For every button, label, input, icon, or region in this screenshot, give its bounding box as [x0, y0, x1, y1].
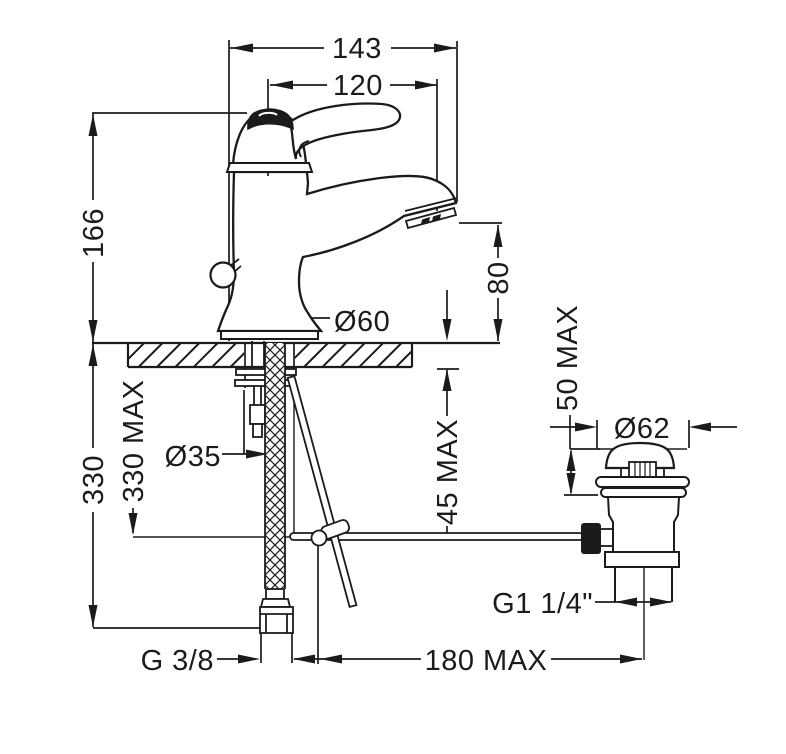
arrow-left-icon [615, 597, 637, 607]
arrow-down-icon [88, 605, 98, 627]
dim-45-max: 45 MAX [432, 290, 464, 537]
faucet [209, 102, 458, 340]
dim-330: 330 [78, 344, 260, 629]
drain-hex-band [604, 551, 680, 568]
dim-label-overall-width: 143 [332, 33, 382, 65]
arrow-up-icon [566, 449, 576, 471]
arrow-down-icon [493, 319, 503, 341]
dim-label-drain-deck-max: 50 MAX [552, 305, 584, 411]
dim-label-flange-diameter: Ø62 [614, 413, 670, 445]
faucet-base-plate [220, 330, 319, 340]
drain-rod-nut [581, 523, 601, 554]
dim-label-drain-thread: G1 1/4" [492, 588, 593, 620]
arrow-right-icon [415, 80, 437, 90]
dim-label-hose-length: 330 [78, 455, 110, 505]
arrow-down-icon [442, 319, 452, 341]
dim-label-height: 166 [78, 208, 110, 258]
dim-label-hole-diameter: Ø35 [165, 441, 221, 473]
deck-hatch-left [129, 344, 244, 366]
drain-body-left [607, 496, 614, 552]
popup-knob [209, 261, 237, 289]
dim-label-spout-height: 80 [483, 261, 515, 294]
mounting-stud [249, 386, 266, 438]
drain-flange-upper [595, 476, 690, 488]
dim-label-deck-max: 45 MAX [432, 419, 464, 525]
arrow-right-icon [650, 597, 672, 607]
arrow-left-icon [320, 654, 342, 664]
drain-dome [604, 441, 676, 470]
faucet-body-spout [216, 170, 458, 333]
dim-330-max: 330 MAX [118, 380, 290, 538]
dim-label-spout-reach: 120 [333, 70, 383, 102]
arrow-up-icon [442, 369, 452, 391]
drain-assembly [581, 441, 690, 660]
supply-hose [264, 343, 286, 589]
arrow-up-icon [493, 225, 503, 247]
faucet-collar [225, 162, 314, 173]
lever-curl [298, 140, 310, 158]
dim-166: 166 [78, 112, 247, 342]
rod-ball-joint [310, 529, 328, 547]
arrow-left-icon [271, 80, 293, 90]
popup-vertical-rod [286, 375, 358, 608]
dim-d35: Ø35 [165, 390, 295, 533]
dim-label-rod-max: 330 MAX [118, 380, 150, 503]
arrow-right-icon [238, 654, 260, 664]
arrow-up-icon [88, 344, 98, 366]
arrow-down-icon [128, 513, 138, 535]
arrow-left-icon [689, 422, 711, 432]
spout-aerator [404, 197, 458, 230]
dim-120: 120 [267, 70, 438, 211]
dim-label-base-diameter: Ø60 [334, 306, 390, 338]
arrow-left-icon [293, 654, 315, 664]
faucet-lever [288, 102, 402, 160]
dim-80: 80 [459, 222, 515, 341]
dim-143: 143 [228, 33, 458, 341]
arrow-right-icon [575, 422, 597, 432]
drain-knurl [628, 461, 657, 478]
arrow-left-icon [231, 43, 253, 53]
dim-50-max: 50 MAX [552, 305, 600, 496]
dim-label-drain-offset-max: 180 MAX [425, 645, 548, 677]
arrow-right-icon [620, 654, 642, 664]
deck-hatch-right [295, 344, 411, 366]
hose-fitting-g38 [259, 588, 294, 634]
arrow-down-icon [566, 473, 576, 495]
drain-body-right [673, 496, 680, 552]
arrow-right-icon [434, 43, 456, 53]
arrow-right-icon [246, 449, 268, 459]
dimension-layer: 143 120 166 80 [78, 33, 737, 677]
dim-g38-180max: G 3/8 180 MAX [141, 545, 642, 677]
drain-flange-lower [600, 487, 687, 498]
handle-cap-highlight [258, 111, 278, 117]
dim-d62: Ø62 [550, 413, 737, 450]
handle-cap [247, 108, 294, 131]
dim-g1-14: G1 1/4" [492, 588, 672, 620]
arrow-down-icon [88, 320, 98, 342]
arrow-up-icon [88, 114, 98, 136]
dim-label-supply-thread: G 3/8 [141, 645, 214, 677]
